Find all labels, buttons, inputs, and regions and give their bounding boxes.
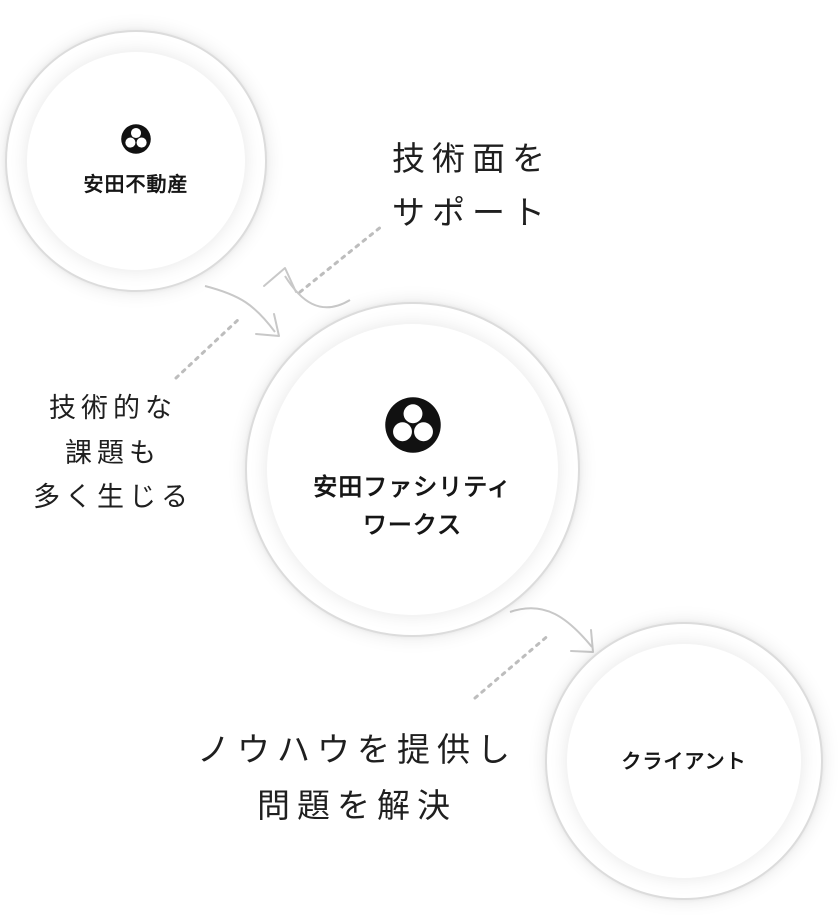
annotation-tech-issues: 技術的な 課題も 多く生じる	[33, 393, 193, 514]
connector-center-to-client	[509, 607, 593, 648]
connector-top-to-center-lower	[204, 285, 276, 333]
leader-tech-support	[298, 224, 384, 294]
node-client: クライアント	[545, 622, 823, 900]
node-name-yasuda-real-estate: 安田不動産	[83, 171, 189, 196]
arrow-right-down-icon	[570, 629, 594, 653]
leader-knowhow	[473, 632, 552, 700]
arrow-up-icon	[263, 267, 297, 293]
annotation-knowhow: ノウハウを提供し 問題を解決	[197, 730, 517, 826]
tomoe-three-circles-icon	[121, 123, 151, 154]
node-client-inner: クライアント	[567, 644, 801, 878]
node-name-yasuda-facility-works: 安田ファシリティ ワークス	[313, 473, 512, 539]
node-yasuda-facility-works-inner: 安田ファシリティ ワークス	[267, 324, 558, 615]
arrow-down-icon	[255, 313, 280, 337]
connector-top-to-center-upper	[284, 275, 351, 309]
node-yasuda-real-estate-inner: 安田不動産	[27, 52, 245, 270]
leader-tech-issues	[174, 316, 242, 380]
node-yasuda-real-estate: 安田不動産	[5, 30, 267, 292]
node-name-client: クライアント	[621, 748, 747, 773]
node-yasuda-facility-works: 安田ファシリティ ワークス	[245, 302, 580, 637]
annotation-tech-support: 技術面を サポート	[392, 139, 552, 233]
tomoe-three-circles-icon	[384, 397, 441, 454]
